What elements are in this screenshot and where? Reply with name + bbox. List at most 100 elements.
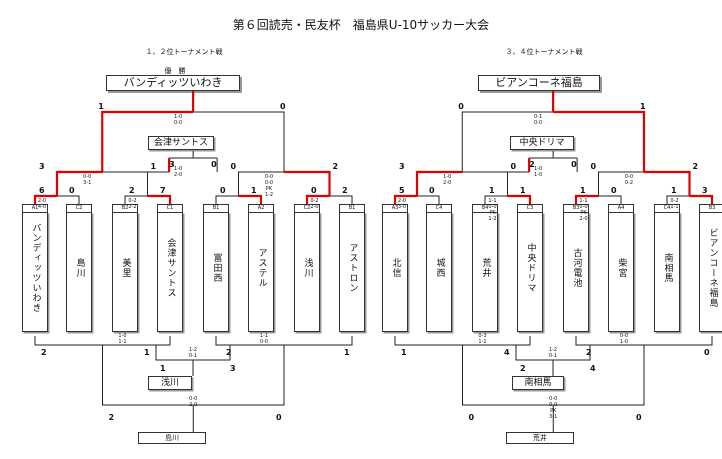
score-number: 0 [510,162,517,171]
score-number: 2 [692,162,699,171]
team-name: 会津サントス [165,238,176,298]
bracket-line [689,194,714,204]
score-number: 0 [704,348,710,357]
score-number: 0 [220,186,226,195]
right-third-box: 中央ドリマ [510,136,574,150]
bracket-line [666,195,690,204]
score-number: 1 [401,348,407,357]
score-number: 0 [230,162,237,171]
bracket-line [462,171,508,196]
bracket-line [238,194,263,204]
team-name: バンディッツいわき [30,223,41,313]
score-number: 2 [520,364,526,373]
score-number: 1 [144,348,150,357]
score-number: 3 [399,162,405,171]
team-box: 中央ドリマ [517,212,543,332]
team-name: ビアンコーネ福島 [707,228,718,308]
team-box: 富田西 [203,212,229,332]
score-number: 5 [399,186,405,195]
score-number: 1 [150,162,157,171]
team-box: 南相馬 [654,212,680,332]
score-number: 2 [108,413,115,422]
bracket-line [393,194,417,204]
score-number: 0 [69,186,75,195]
team-name: 富田西 [211,253,222,283]
bracket-line [598,171,644,196]
team-code: C2 [66,204,92,212]
team-box: 浅川 [294,212,320,332]
score-number: 1 [520,186,526,195]
team-box: 島川 [66,212,92,332]
score-number: 0 [429,186,435,195]
bracket-line [644,170,691,196]
left-subtitle: １、２位トーナメント戦 [145,48,223,56]
team-name: 島川 [74,258,85,278]
team-name: アステル [256,248,267,288]
team-name: 浅川 [302,258,313,278]
score-number: 0 [468,413,475,422]
right-final-bottom-box: 荒井 [506,432,574,444]
team-code: C4 [426,204,452,212]
team-name: 城西 [434,258,445,278]
bracket-line [329,195,353,204]
team-box: ビアンコーネ福島 [699,212,722,332]
team-box: 荒井 [472,212,498,332]
right-winner-box: ビアンコーネ福島 [478,75,600,91]
score-number: 0 [571,160,577,169]
left-winner-box: バンディッツいわき [106,75,240,91]
bracket-line [461,111,554,172]
bracket-line [553,110,646,172]
team-name: 南相馬 [662,253,673,283]
score-number: 4 [590,364,596,373]
score-number: 0 [611,186,617,195]
score-number: 7 [160,186,166,195]
left-third-bottom-box: 浅川 [148,376,192,390]
left-final-bottom-box: 島川 [138,432,206,444]
score-number: 2 [332,162,339,171]
bracket-line [574,194,599,204]
bracket-line [124,195,148,204]
score-number: 2 [129,186,135,195]
score-number: 0 [590,162,597,171]
score-number: 2 [41,348,47,357]
score-number: 2 [586,348,592,357]
score-number: 0 [458,102,464,111]
bracket-line [147,194,172,204]
bracket-line [284,170,331,196]
winner-label: 優 勝 [164,67,186,75]
score-number: 3 [230,364,236,373]
team-box: 美里 [112,212,138,332]
team-box: 会津サントス [157,212,183,332]
bracket-line [193,111,285,172]
team-name: アストロン [347,243,358,293]
score-number: 1 [160,364,166,373]
score-number: 1 [251,186,257,195]
team-code: C2 [294,204,320,212]
score-number: 1 [489,186,495,195]
score-number: 0 [311,186,317,195]
score-number: 2 [226,348,232,357]
bracket-line [415,170,463,196]
team-code: A3 [382,204,408,212]
score-number: 6 [39,186,45,195]
score-number: 1 [640,102,646,111]
bracket-line [55,170,103,196]
team-code: B1 [203,204,229,212]
score-number: 3 [39,162,45,171]
score-number: 3 [702,186,708,195]
team-box: 柴宮 [608,212,634,332]
